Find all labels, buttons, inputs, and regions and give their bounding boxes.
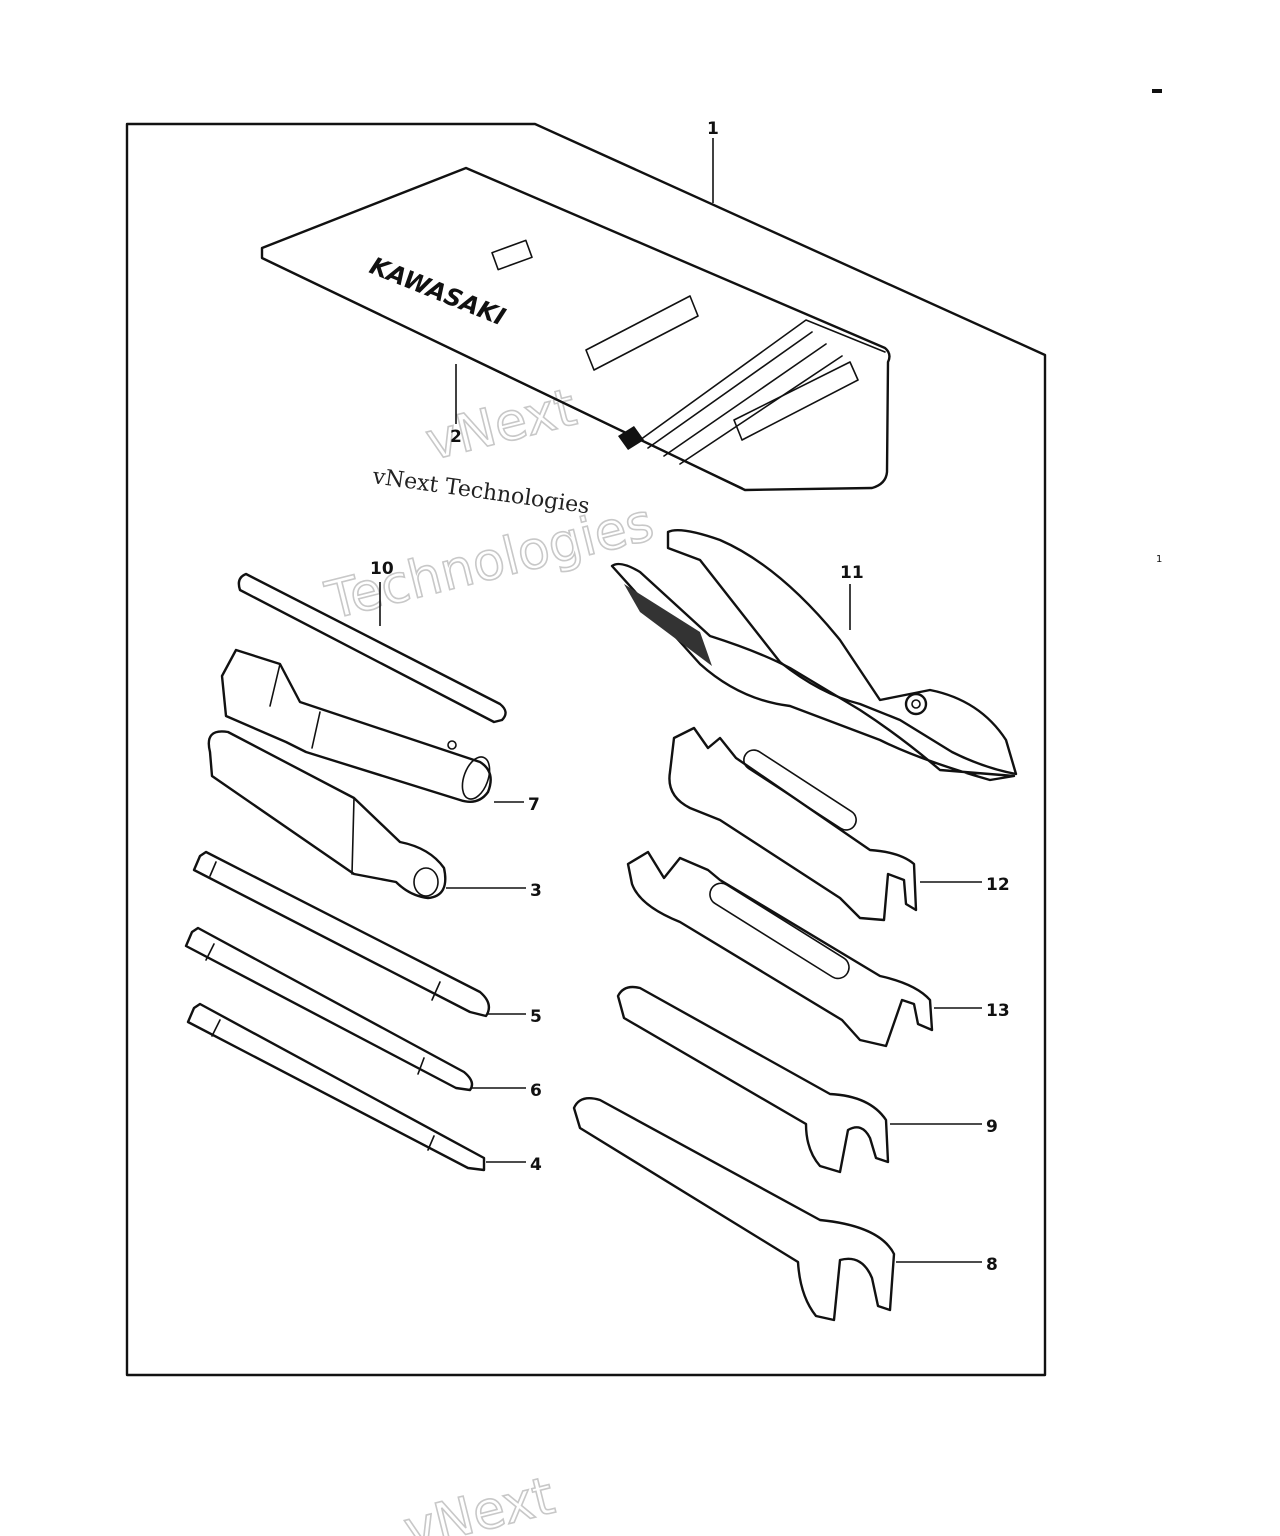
callout-1: 1: [707, 119, 719, 139]
margin-mark: 1: [1156, 554, 1162, 565]
phillips-bit-small: [184, 926, 474, 1092]
callout-5: 5: [530, 1007, 542, 1027]
plug-wrench: [220, 648, 492, 803]
page-mark: [1152, 89, 1162, 93]
callout-2: 2: [450, 427, 462, 447]
callout-8: 8: [986, 1255, 998, 1275]
tool-pouch: KAWASAKI: [260, 166, 891, 492]
wrench-medium: [626, 850, 934, 1048]
watermark-text: vNext Technologies: [370, 464, 591, 519]
callout-3: 3: [530, 881, 542, 901]
callout-12: 12: [986, 875, 1010, 895]
pliers: [610, 529, 1018, 782]
watermark-outline-vnext: vNext: [420, 378, 582, 473]
callout-13: 13: [986, 1001, 1010, 1021]
callout-4: 4: [530, 1155, 542, 1175]
wrench-single-8: [572, 1097, 896, 1322]
wrench-small: [668, 726, 918, 922]
callout-10: 10: [370, 559, 394, 579]
phillips-bit-large: [192, 850, 491, 1018]
flat-bit: [186, 1002, 486, 1172]
tommy-bar: [237, 572, 507, 724]
callout-7: 7: [528, 795, 540, 815]
callout-6: 6: [530, 1081, 542, 1101]
callout-11: 11: [840, 563, 864, 583]
kit-frame: [125, 122, 1047, 1377]
wrench-single-9: [616, 985, 890, 1174]
callout-9: 9: [986, 1117, 998, 1137]
watermark-outline-vnext-bottom: vNext: [398, 1466, 560, 1536]
screwdriver-grip: [207, 730, 447, 900]
